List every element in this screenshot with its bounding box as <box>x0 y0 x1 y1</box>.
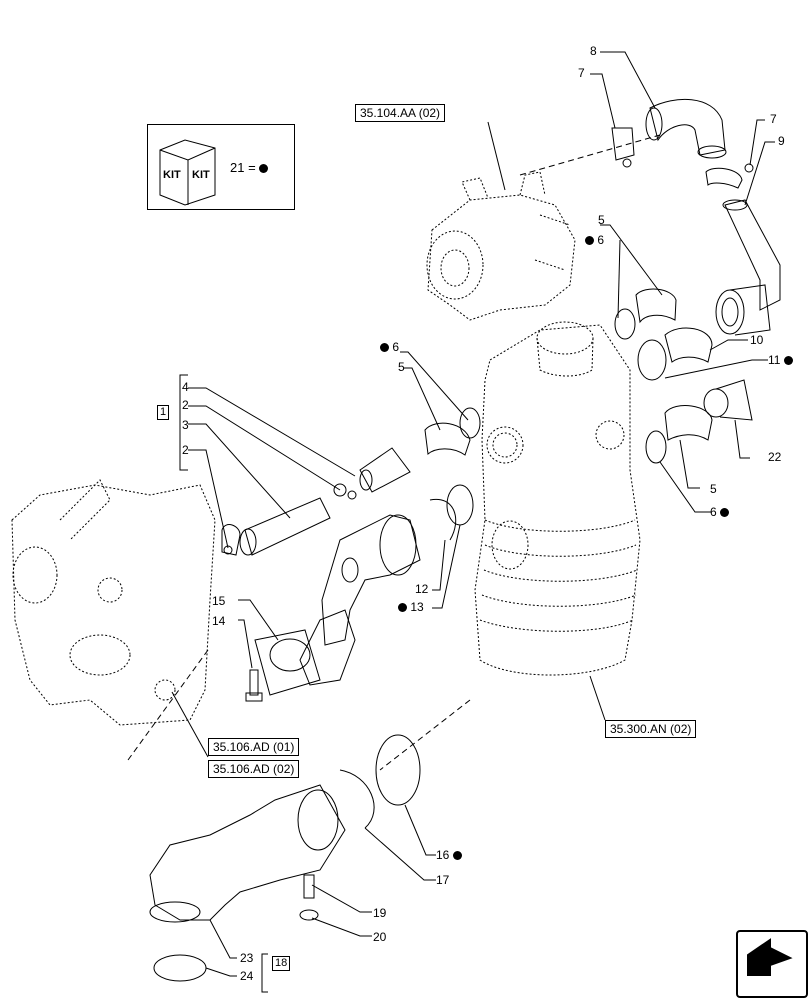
connector-4 <box>359 447 411 493</box>
hydraulic-pump <box>426 171 576 321</box>
bolt-19 <box>303 874 315 899</box>
engine-block <box>11 479 216 726</box>
kit-bubble-icon <box>259 164 269 174</box>
callout-10[interactable]: 10 <box>750 333 764 347</box>
axis-line-left <box>127 649 209 761</box>
callout-2-upper[interactable]: 2 <box>182 398 189 412</box>
leader-r2 <box>589 675 606 721</box>
callout-6-upper-label: 6 <box>597 233 605 247</box>
callout-8[interactable]: 8 <box>590 44 597 58</box>
reference-link-35-104-aa[interactable]: 35.104.AA (02) <box>355 104 446 122</box>
bent-pipe-9 <box>722 199 781 311</box>
filter-housing <box>474 321 641 676</box>
callout-9[interactable]: 9 <box>778 134 785 148</box>
o-ring-6-left <box>459 407 481 439</box>
kit-bubble-icon <box>398 603 407 613</box>
hose-3 <box>239 497 331 556</box>
axis-line-mid <box>379 699 471 771</box>
leader-r3 <box>171 691 209 758</box>
leader-r1 <box>487 121 506 191</box>
callout-5-left[interactable]: 5 <box>398 360 405 374</box>
flange-15 <box>254 629 321 696</box>
callout-5-lower[interactable]: 5 <box>710 482 717 496</box>
callout-6-upper[interactable]: 6 <box>585 233 604 247</box>
group-1-box[interactable]: 1 <box>157 405 170 420</box>
callout-15[interactable]: 15 <box>212 594 226 608</box>
callout-19[interactable]: 19 <box>373 906 387 920</box>
o-ring-24 <box>153 954 207 982</box>
callout-3[interactable]: 3 <box>182 418 189 432</box>
callout-13-label: 13 <box>410 600 424 614</box>
clamp-2a <box>221 524 241 556</box>
o-ring-11 <box>637 339 667 381</box>
kit-legend-box <box>147 124 295 210</box>
clamp-7a <box>611 127 635 168</box>
callout-7-upper[interactable]: 7 <box>578 66 585 80</box>
inlet-elbow <box>321 514 421 646</box>
group-18-box[interactable]: 18 <box>272 956 291 971</box>
kit-box-icon <box>159 139 216 206</box>
kit-legend-text: 21 = <box>230 160 269 175</box>
navigate-button[interactable] <box>736 930 808 998</box>
kit-bubble-icon <box>452 851 462 861</box>
kit-word-2: KIT <box>192 169 210 181</box>
elbow-pipe-8 <box>645 98 727 159</box>
o-ring-6-upper <box>614 308 636 340</box>
reference-link-35-106-ad-01[interactable]: 35.106.AD (01) <box>208 738 300 756</box>
kit-bubble-icon <box>783 356 793 366</box>
callout-14[interactable]: 14 <box>212 614 226 628</box>
o-ring-16 <box>375 734 421 806</box>
callout-24[interactable]: 24 <box>240 969 254 983</box>
clamp-2b <box>333 483 357 500</box>
clamp-7b <box>705 163 754 189</box>
sleeve-5-left <box>424 422 471 456</box>
kit-legend-label: 21 = <box>230 160 256 175</box>
callout-22[interactable]: 22 <box>768 450 782 464</box>
sleeve-5-lower <box>664 405 713 441</box>
retaining-ring-12 <box>429 498 457 541</box>
washer-20 <box>299 909 319 921</box>
fitting-22 <box>703 379 753 421</box>
callout-6-left[interactable]: 6 <box>380 340 399 354</box>
reference-link-35-106-ad-02[interactable]: 35.106.AD (02) <box>208 760 300 778</box>
reference-link-35-300-an[interactable]: 35.300.AN (02) <box>605 720 697 738</box>
o-ring-6-lower <box>645 430 667 464</box>
bolt-14 <box>245 669 263 702</box>
kit-bubble-icon <box>720 508 730 518</box>
leader-lines <box>179 51 775 993</box>
callout-13[interactable]: 13 <box>398 600 424 614</box>
callout-7-right[interactable]: 7 <box>770 112 777 126</box>
callout-16-label: 16 <box>436 848 450 862</box>
callout-11[interactable]: 11 <box>768 353 793 367</box>
callout-17[interactable]: 17 <box>436 873 450 887</box>
callout-6-left-label: 6 <box>392 340 400 354</box>
callout-5-upper[interactable]: 5 <box>598 213 605 227</box>
callout-6-lower[interactable]: 6 <box>710 505 730 519</box>
elbow-body <box>299 609 356 686</box>
callout-4[interactable]: 4 <box>182 380 189 394</box>
navigate-arrow-icon <box>747 938 793 976</box>
kit-bubble-icon <box>585 236 594 246</box>
kit-word-1: KIT <box>163 169 181 181</box>
retaining-ring-17 <box>339 769 375 829</box>
callout-12[interactable]: 12 <box>415 582 429 596</box>
callout-23[interactable]: 23 <box>240 951 254 965</box>
lower-elbow <box>149 784 346 923</box>
coupling-10 <box>715 284 771 336</box>
axis-line-top <box>519 134 661 176</box>
callout-6-lower-label: 6 <box>710 505 717 519</box>
callout-2-lower[interactable]: 2 <box>182 443 189 457</box>
callout-11-label: 11 <box>768 353 781 367</box>
kit-bubble-icon <box>380 343 389 353</box>
sleeve-5-upper <box>635 288 677 324</box>
callout-16[interactable]: 16 <box>436 848 462 862</box>
callout-20[interactable]: 20 <box>373 930 387 944</box>
sleeve-5-mid <box>664 327 713 363</box>
